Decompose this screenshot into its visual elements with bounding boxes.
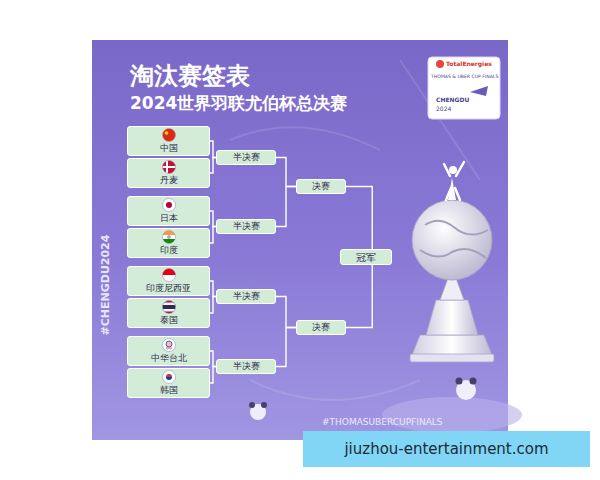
champion-box: 冠军 xyxy=(340,249,392,265)
flag-icon xyxy=(162,198,176,214)
node-text: 决赛 xyxy=(312,323,330,333)
bracket-connector xyxy=(276,158,296,187)
event-name: THOMAS & UBER CUP FINALS xyxy=(431,74,498,79)
team-box: 中华台北 xyxy=(127,336,210,366)
team-box: 泰国 xyxy=(127,298,210,328)
round-box: 半决赛 xyxy=(216,359,276,374)
poster-subtitle: 2024世界羽联尤伯杯总决赛 xyxy=(130,92,347,115)
node-text: 半决赛 xyxy=(233,153,260,163)
node-text: 泰国 xyxy=(160,316,178,326)
team-box: 印度 xyxy=(127,228,210,258)
flag-icon xyxy=(162,370,176,386)
node-text: 丹麦 xyxy=(160,176,178,186)
team-box: 印度尼西亚 xyxy=(127,266,210,296)
watermark: jiuzhou-entertainment.com xyxy=(303,431,590,467)
hashtag-vertical: #CHENGDU2024 xyxy=(99,246,112,336)
team-box: 中国 xyxy=(127,126,210,156)
sponsor-name: TotalEnergies xyxy=(446,60,492,67)
host-city: CHENGDU xyxy=(436,96,469,103)
team-box: 韩国 xyxy=(127,368,210,398)
logo-panel xyxy=(428,57,500,119)
bracket-connector xyxy=(346,187,372,250)
flag-icon xyxy=(162,160,176,176)
node-text: 半决赛 xyxy=(233,362,260,372)
node-text: 半决赛 xyxy=(233,222,260,232)
round-box: 半决赛 xyxy=(216,150,276,165)
team-box: 丹麦 xyxy=(127,158,210,188)
node-text: 中国 xyxy=(160,144,178,154)
year-text: 2024 xyxy=(436,105,451,112)
node-text: 冠军 xyxy=(356,252,376,263)
team-box: 日本 xyxy=(127,196,210,226)
bracket-connector xyxy=(346,265,372,328)
node-text: 印度尼西亚 xyxy=(146,284,191,294)
poster-title: 淘汰赛签表 xyxy=(130,60,250,92)
bracket-connector xyxy=(276,187,296,227)
flag-icon xyxy=(162,128,176,144)
round-box: 半决赛 xyxy=(216,219,276,234)
round-box: 半决赛 xyxy=(216,289,276,304)
node-text: 半决赛 xyxy=(233,292,260,302)
hashtag-bottom: #THOMASUBERCUPFINALS xyxy=(322,417,443,427)
flag-icon xyxy=(162,338,176,354)
node-text: 决赛 xyxy=(312,182,330,192)
trophy xyxy=(410,162,494,362)
node-text: 韩国 xyxy=(160,386,178,396)
node-text: 印度 xyxy=(160,246,178,256)
node-text: 日本 xyxy=(160,214,178,224)
node-text: 中华台北 xyxy=(151,354,187,364)
round-box: 决赛 xyxy=(296,179,346,194)
flag-icon xyxy=(162,230,176,246)
bracket-connector xyxy=(276,328,296,367)
flag-icon xyxy=(162,300,176,316)
flag-icon xyxy=(162,268,176,284)
bracket-connector xyxy=(276,297,296,328)
round-box: 决赛 xyxy=(296,320,346,335)
